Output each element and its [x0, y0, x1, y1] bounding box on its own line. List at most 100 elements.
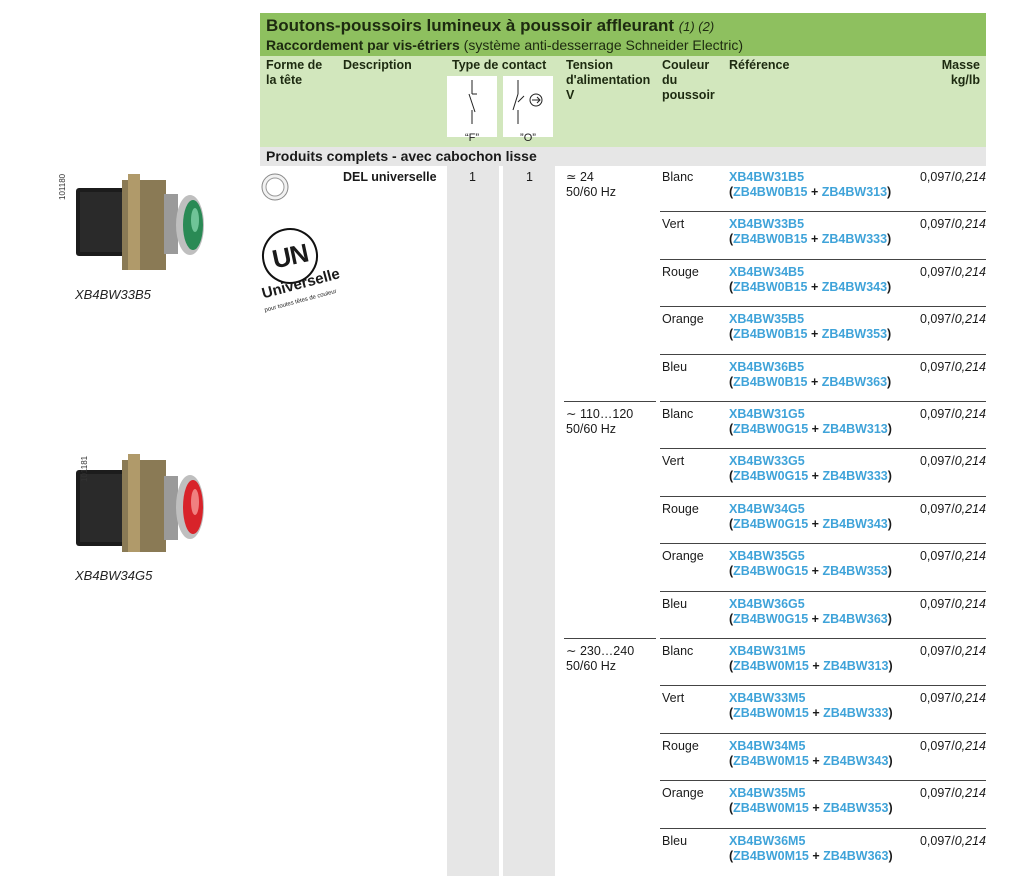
reference-link[interactable]: XB4BW36B5	[729, 359, 805, 374]
contact-f-count: 1	[469, 170, 476, 184]
product-photo-2	[72, 452, 212, 557]
paren-open: (	[729, 327, 734, 342]
part-link-1[interactable]: ZB4BW0B15	[733, 232, 808, 247]
color-cell: Vert	[662, 454, 685, 469]
mass-lb: 0,214	[954, 786, 986, 801]
plus-sign: +	[808, 516, 823, 531]
part-link-2[interactable]: ZB4BW333	[822, 469, 888, 484]
mass-kg: 0,097/	[919, 170, 955, 184]
mass-lb: 0,214	[954, 312, 986, 327]
plus-sign: +	[808, 564, 823, 579]
part-link-2[interactable]: ZB4BW313	[821, 185, 888, 199]
plus-sign: +	[808, 706, 824, 721]
reference-link[interactable]: XB4BW35G5	[729, 549, 805, 564]
mass-kg: 0,097/	[919, 644, 955, 658]
reference-link[interactable]: XB4BW33M5	[729, 691, 806, 706]
reference-link[interactable]: XB4BW35M5	[729, 786, 806, 801]
part-link-1[interactable]: ZB4BW0M15	[733, 706, 809, 721]
part-link-1[interactable]: ZB4BW0G15	[733, 516, 809, 531]
part-link-1[interactable]: ZB4BW0M15	[733, 848, 809, 863]
header-forme: Forme de la tête	[266, 58, 323, 87]
mass-kg: 0,097/	[919, 359, 955, 374]
paren-open: (	[729, 279, 734, 294]
part-link-2[interactable]: ZB4BW343	[823, 753, 889, 768]
product-photo-1	[72, 170, 212, 275]
reference-link[interactable]: XB4BW36M5	[729, 833, 806, 848]
mass-kg: 0,097/	[919, 738, 955, 753]
subtitle-bold: Raccordement par vis-étriers	[266, 37, 460, 53]
part-link-2[interactable]: ZB4BW333	[823, 706, 889, 721]
reference-cell: XB4BW36M5(ZB4BW0M15 + ZB4BW363)	[729, 834, 893, 864]
contact-no-icon	[512, 80, 543, 124]
plus-sign: +	[808, 659, 824, 673]
part-link-2[interactable]: ZB4BW353	[822, 564, 888, 579]
mass-lb: 0,214	[954, 264, 986, 279]
reference-parts: (ZB4BW0B15 + ZB4BW333)	[729, 232, 891, 247]
group-separator	[564, 401, 656, 402]
part-link-1[interactable]: ZB4BW0M15	[733, 801, 809, 816]
contact-o-label: ”O”	[520, 132, 536, 144]
voltage-value: ∼ 230…240	[566, 644, 635, 658]
part-link-2[interactable]: ZB4BW343	[821, 279, 888, 294]
reference-link[interactable]: XB4BW33G5	[729, 454, 805, 469]
mass-cell: 0,097/0,214	[920, 549, 986, 564]
reference-parts: (ZB4BW0M15 + ZB4BW363)	[729, 849, 893, 864]
part-link-2[interactable]: ZB4BW333	[821, 232, 888, 247]
row-separator	[660, 543, 986, 545]
part-link-2[interactable]: ZB4BW353	[823, 801, 889, 816]
part-link-1[interactable]: ZB4BW0G15	[733, 611, 809, 626]
reference-link[interactable]: XB4BW35B5	[729, 312, 805, 327]
row-separator	[660, 590, 986, 592]
contact-f-stripe	[447, 166, 499, 876]
mass-kg: 0,097/	[919, 691, 955, 706]
reference-link[interactable]: XB4BW36G5	[729, 596, 805, 611]
reference-link[interactable]: XB4BW31M5	[729, 644, 806, 658]
table-header: Forme de la tête Description Type de con…	[260, 56, 986, 147]
part-link-2[interactable]: ZB4BW363	[823, 848, 889, 863]
part-link-2[interactable]: ZB4BW363	[822, 611, 888, 626]
part-link-1[interactable]: ZB4BW0M15	[733, 753, 809, 768]
mass-lb: 0,214	[954, 170, 986, 184]
reference-link[interactable]: XB4BW34G5	[729, 501, 805, 516]
part-link-2[interactable]: ZB4BW313	[823, 659, 889, 673]
reference-cell: XB4BW35M5(ZB4BW0M15 + ZB4BW353)	[729, 786, 893, 816]
part-link-1[interactable]: ZB4BW0M15	[733, 659, 809, 673]
paren-open: (	[729, 232, 734, 247]
mass-cell: 0,097/0,214	[920, 786, 986, 801]
reference-link[interactable]: XB4BW31B5	[729, 170, 805, 184]
row-separator	[660, 306, 986, 308]
reference-cell: XB4BW31B5(ZB4BW0B15 + ZB4BW313)	[729, 170, 891, 200]
plus-sign: +	[808, 469, 823, 484]
paren-close: )	[887, 611, 892, 626]
part-link-1[interactable]: ZB4BW0B15	[733, 374, 808, 389]
reference-parts: (ZB4BW0G15 + ZB4BW353)	[729, 564, 892, 579]
frequency-value: 50/60 Hz	[566, 659, 617, 673]
reference-link[interactable]: XB4BW34M5	[729, 738, 806, 753]
paren-open: (	[729, 659, 734, 673]
reference-link[interactable]: XB4BW33B5	[729, 217, 805, 232]
part-link-1[interactable]: ZB4BW0B15	[733, 327, 808, 342]
reference-cell: XB4BW36B5(ZB4BW0B15 + ZB4BW363)	[729, 360, 891, 390]
reference-cell: XB4BW34G5(ZB4BW0G15 + ZB4BW343)	[729, 502, 892, 532]
part-link-2[interactable]: ZB4BW313	[822, 422, 888, 436]
part-link-2[interactable]: ZB4BW343	[822, 516, 888, 531]
reference-link[interactable]: XB4BW31G5	[729, 407, 805, 421]
part-link-1[interactable]: ZB4BW0B15	[733, 185, 808, 199]
paren-open: (	[729, 374, 734, 389]
reference-parts: (ZB4BW0M15 + ZB4BW343)	[729, 754, 893, 769]
reference-parts: (ZB4BW0M15 + ZB4BW333)	[729, 706, 893, 721]
reference-parts: (ZB4BW0B15 + ZB4BW363)	[729, 375, 891, 390]
paren-open: (	[729, 185, 734, 199]
part-link-1[interactable]: ZB4BW0B15	[733, 279, 808, 294]
reference-parts: (ZB4BW0G15 + ZB4BW363)	[729, 612, 892, 627]
part-link-2[interactable]: ZB4BW363	[821, 374, 888, 389]
mass-cell: 0,097/0,214	[920, 217, 986, 232]
part-link-2[interactable]: ZB4BW353	[821, 327, 888, 342]
header-masse: Masse kg/lb	[941, 58, 980, 87]
part-link-1[interactable]: ZB4BW0G15	[733, 422, 809, 436]
paren-close: )	[888, 706, 893, 721]
reference-parts: (ZB4BW0G15 + ZB4BW333)	[729, 469, 892, 484]
reference-link[interactable]: XB4BW34B5	[729, 264, 805, 279]
part-link-1[interactable]: ZB4BW0G15	[733, 469, 809, 484]
part-link-1[interactable]: ZB4BW0G15	[733, 564, 809, 579]
